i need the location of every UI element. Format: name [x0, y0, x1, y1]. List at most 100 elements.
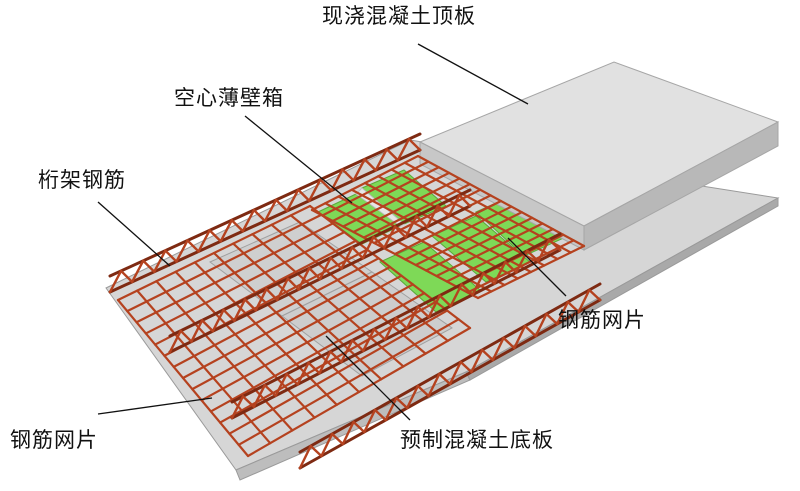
- truss-4-diag: [341, 420, 355, 446]
- truss-4-diag: [320, 432, 334, 458]
- rebar-mesh-bottom-bar: [155, 280, 294, 432]
- truss-3-diag: [351, 339, 365, 352]
- truss-4-chord: [298, 282, 602, 454]
- truss-4-diag: [309, 444, 323, 458]
- truss-1-diag: [363, 158, 377, 172]
- rebar-mesh-upper-bar: [350, 188, 519, 280]
- truss-1-diag: [230, 219, 245, 233]
- truss-4-diag: [566, 300, 580, 314]
- leader-hollow-box: [244, 115, 353, 204]
- rebar-mesh-upper-bar: [416, 154, 586, 248]
- truss-1-diag: [297, 188, 311, 202]
- truss-4-diag: [513, 324, 527, 350]
- truss-4-diag: [534, 312, 548, 338]
- rebar-mesh-bottom-bar: [174, 270, 316, 419]
- truss-2-diag: [243, 298, 257, 312]
- truss-3-diag: [383, 316, 398, 341]
- truss-2-diag: [190, 319, 204, 343]
- rebar-mesh-upper-bar: [390, 168, 559, 261]
- truss-4-diag: [330, 432, 345, 446]
- truss-2-diag: [308, 267, 322, 281]
- truss-4-diag: [416, 384, 430, 398]
- truss-3-diag: [405, 305, 420, 330]
- truss-3-diag: [263, 384, 277, 397]
- truss-3-diag: [241, 395, 256, 408]
- truss-3-diag: [340, 339, 354, 364]
- truss-3-diag: [416, 305, 430, 319]
- truss-1-diag: [252, 208, 267, 223]
- truss-2-diag: [254, 287, 268, 312]
- rebar-mesh-upper-bar: [324, 202, 493, 293]
- truss-4-diag: [395, 396, 409, 410]
- truss-1-diag: [130, 259, 145, 284]
- rebar-mesh-upper-bar: [403, 161, 572, 254]
- truss-1-diag: [396, 137, 411, 162]
- truss-3-diag: [536, 238, 551, 263]
- truss-3-diag: [394, 316, 409, 330]
- label-cast-in-place-top-slab: 现浇混凝土顶板: [322, 4, 476, 28]
- truss-1-diag: [219, 219, 233, 243]
- label-rebar-mesh-right: 钢筋网片: [558, 308, 646, 332]
- truss-2-diag: [200, 319, 215, 333]
- truss-3-diag: [362, 328, 376, 352]
- truss-4-diag: [470, 348, 484, 374]
- truss-1-diag: [374, 148, 388, 172]
- truss-2-diag: [233, 298, 247, 322]
- truss-1-diag: [197, 229, 211, 253]
- truss-2-diag: [168, 329, 182, 354]
- truss-4-diag: [491, 336, 505, 362]
- leader-precast: [325, 335, 411, 421]
- rebar-mesh-upper-bar: [310, 208, 480, 300]
- truss-4-diag: [373, 408, 387, 422]
- truss-1-chord: [108, 132, 422, 278]
- truss-4-diag: [298, 444, 312, 470]
- truss-1-diag: [407, 137, 422, 152]
- truss-4-diag: [588, 288, 602, 302]
- truss-4-diag: [577, 288, 591, 314]
- truss-2-diag: [318, 256, 332, 281]
- truss-3-diag: [526, 249, 540, 263]
- truss-4-diag: [352, 420, 366, 434]
- truss-3-diag: [296, 361, 310, 386]
- truss-1-diag: [164, 249, 178, 263]
- truss-1-diag: [285, 188, 300, 213]
- truss-4-diag: [459, 360, 473, 374]
- truss-2-diag: [297, 267, 311, 291]
- leader-mesh-left: [97, 397, 213, 415]
- rebar-mesh-bottom-bar: [232, 242, 383, 381]
- truss-2-diag: [179, 329, 193, 343]
- truss-2-diag: [361, 235, 375, 260]
- bottom-slab-side-face: [465, 197, 779, 381]
- truss-2-diag: [275, 277, 290, 302]
- truss-1-diag: [341, 168, 355, 182]
- truss-2-diag: [404, 214, 418, 239]
- truss-3-diag: [493, 260, 507, 285]
- truss-3-diag: [482, 272, 496, 285]
- rebar-layer: [108, 132, 602, 470]
- truss-2-diag: [415, 214, 429, 229]
- truss-1-diag: [208, 229, 222, 243]
- truss-1-diag: [119, 269, 134, 284]
- truss-4-diag: [480, 348, 495, 362]
- truss-2-diag: [372, 235, 386, 249]
- truss-4-diag: [545, 312, 559, 326]
- rebar-mesh-upper-bar: [377, 175, 546, 267]
- truss-1-diag: [175, 239, 189, 263]
- leader-lines: [97, 43, 567, 421]
- truss-3-diag: [318, 350, 332, 375]
- truss-2-diag: [340, 246, 354, 270]
- truss-3-diag: [449, 283, 463, 308]
- rebar-mesh-bottom-bar: [212, 251, 361, 394]
- truss-1-diag: [153, 249, 167, 273]
- truss-3-diag: [504, 260, 518, 274]
- leader-mesh-right: [507, 237, 567, 297]
- truss-4-diag: [555, 300, 570, 326]
- truss-4-diag: [438, 372, 452, 386]
- rebar-mesh-bottom-bar: [116, 298, 250, 458]
- truss-1-diag: [263, 198, 278, 223]
- truss-1-diag: [274, 198, 289, 213]
- truss-2-diag: [458, 194, 472, 208]
- rebar-mesh-upper-bar: [337, 195, 506, 287]
- truss-2-diag: [211, 308, 225, 333]
